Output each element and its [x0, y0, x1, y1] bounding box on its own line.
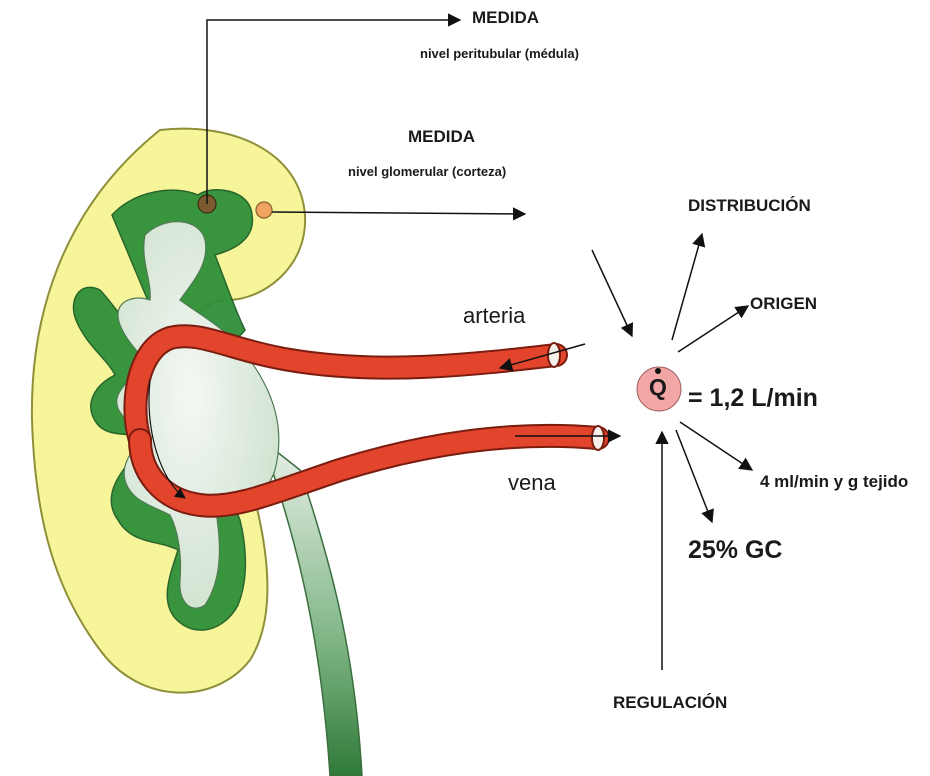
- distribucion-label: DISTRIBUCIÓN: [688, 196, 811, 216]
- artery-opening: [548, 343, 560, 367]
- origen-label: ORIGEN: [750, 294, 817, 314]
- vena-label: vena: [508, 470, 556, 496]
- arteria-label: arteria: [463, 303, 525, 329]
- medida-medula-title: MEDIDA: [472, 8, 539, 28]
- gasto-label: 25% GC: [688, 536, 782, 565]
- flow-value-label: = 1,2 L/min: [688, 384, 818, 413]
- arrow-into-q: [592, 250, 632, 336]
- arrow-tejido: [680, 422, 752, 470]
- q-symbol: Q: [649, 374, 667, 401]
- cortex-measure-arrow: [272, 212, 525, 214]
- regulacion-label: REGULACIÓN: [613, 693, 727, 713]
- cortex-measure-dot: [256, 202, 272, 218]
- medida-corteza-subtitle: nivel glomerular (corteza): [348, 164, 506, 179]
- medida-corteza-title: MEDIDA: [408, 127, 475, 147]
- arrow-distribucion: [672, 234, 702, 340]
- arrow-gasto: [676, 430, 712, 522]
- arrow-origen: [678, 306, 748, 352]
- vein-opening: [592, 426, 604, 450]
- tejido-label: 4 ml/min y g tejido: [760, 472, 908, 492]
- medida-medula-subtitle: nivel peritubular (médula): [420, 46, 579, 61]
